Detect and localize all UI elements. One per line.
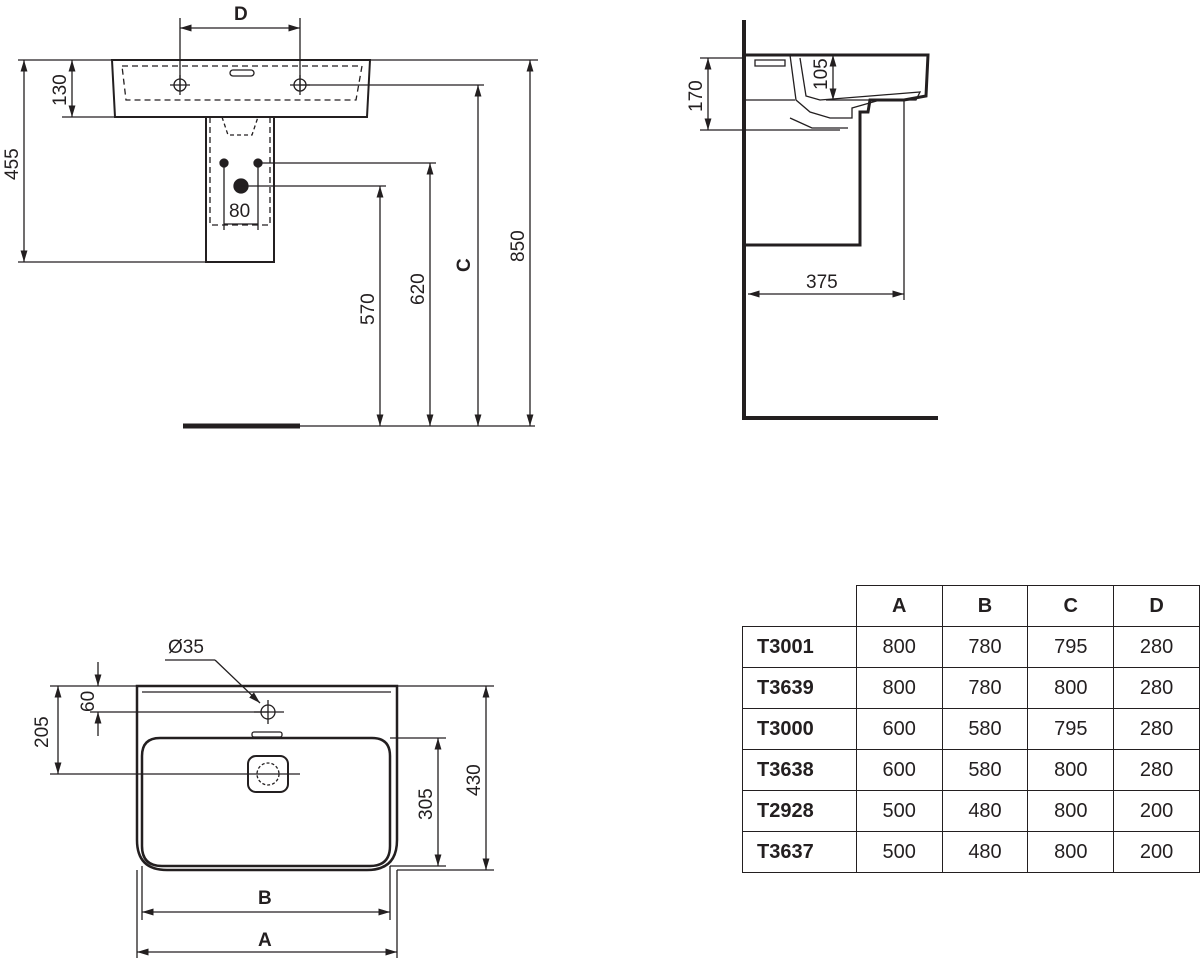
table-cell: 580 bbox=[941, 749, 1029, 791]
dim-130: 130 bbox=[50, 74, 71, 106]
table-cell: 780 bbox=[941, 667, 1029, 709]
table-cell: 580 bbox=[941, 708, 1029, 750]
dim-hole-diameter: Ø35 bbox=[168, 637, 204, 658]
table-cell: 800 bbox=[855, 667, 943, 709]
table-cell: 500 bbox=[855, 831, 943, 873]
dim-570: 570 bbox=[358, 293, 379, 325]
table-cell: 600 bbox=[855, 749, 943, 791]
table-cell: 280 bbox=[1113, 749, 1200, 791]
table-cell: 800 bbox=[1027, 749, 1115, 791]
dim-105: 105 bbox=[811, 58, 832, 90]
model-code: T3639 bbox=[742, 667, 857, 709]
table-header-row: A B C D bbox=[743, 585, 1200, 627]
table-cell: 200 bbox=[1113, 831, 1200, 873]
column-header-c: C bbox=[1027, 585, 1115, 627]
dim-430: 430 bbox=[464, 764, 485, 796]
model-code: T3000 bbox=[742, 708, 857, 750]
table-cell: 780 bbox=[941, 626, 1029, 668]
side-view bbox=[700, 20, 938, 420]
table-cell: 480 bbox=[941, 831, 1029, 873]
dim-305: 305 bbox=[416, 788, 437, 820]
front-view bbox=[18, 18, 538, 429]
model-code: T3637 bbox=[742, 831, 857, 873]
dim-80: 80 bbox=[229, 201, 250, 222]
dim-c: C bbox=[454, 258, 475, 272]
dim-a: A bbox=[258, 930, 272, 951]
table-cell: 800 bbox=[1027, 790, 1115, 832]
column-header-d: D bbox=[1113, 585, 1200, 627]
table-cell: 500 bbox=[855, 790, 943, 832]
table-cell: 800 bbox=[855, 626, 943, 668]
dim-205: 205 bbox=[32, 716, 53, 748]
table-cell: 795 bbox=[1027, 626, 1115, 668]
dim-60: 60 bbox=[78, 691, 99, 712]
top-view bbox=[50, 659, 494, 958]
column-header-a: A bbox=[855, 585, 943, 627]
dim-b: B bbox=[258, 888, 272, 909]
table-cell: 800 bbox=[1027, 667, 1115, 709]
table-cell: 480 bbox=[941, 790, 1029, 832]
column-header-b: B bbox=[941, 585, 1029, 627]
dim-375: 375 bbox=[806, 272, 838, 293]
model-code: T3638 bbox=[742, 749, 857, 791]
table-cell: 600 bbox=[855, 708, 943, 750]
table-cell: 200 bbox=[1113, 790, 1200, 832]
dim-170: 170 bbox=[686, 80, 707, 112]
dim-d: D bbox=[234, 4, 248, 25]
table-cell: 280 bbox=[1113, 708, 1200, 750]
dim-455: 455 bbox=[2, 148, 23, 180]
model-code: T2928 bbox=[742, 790, 857, 832]
table-corner bbox=[743, 586, 857, 627]
table-cell: 280 bbox=[1113, 667, 1200, 709]
table-cell: 800 bbox=[1027, 831, 1115, 873]
dim-850: 850 bbox=[508, 230, 529, 262]
model-code: T3001 bbox=[742, 626, 857, 668]
table-cell: 795 bbox=[1027, 708, 1115, 750]
table-cell: 280 bbox=[1113, 626, 1200, 668]
dim-620: 620 bbox=[408, 273, 429, 305]
